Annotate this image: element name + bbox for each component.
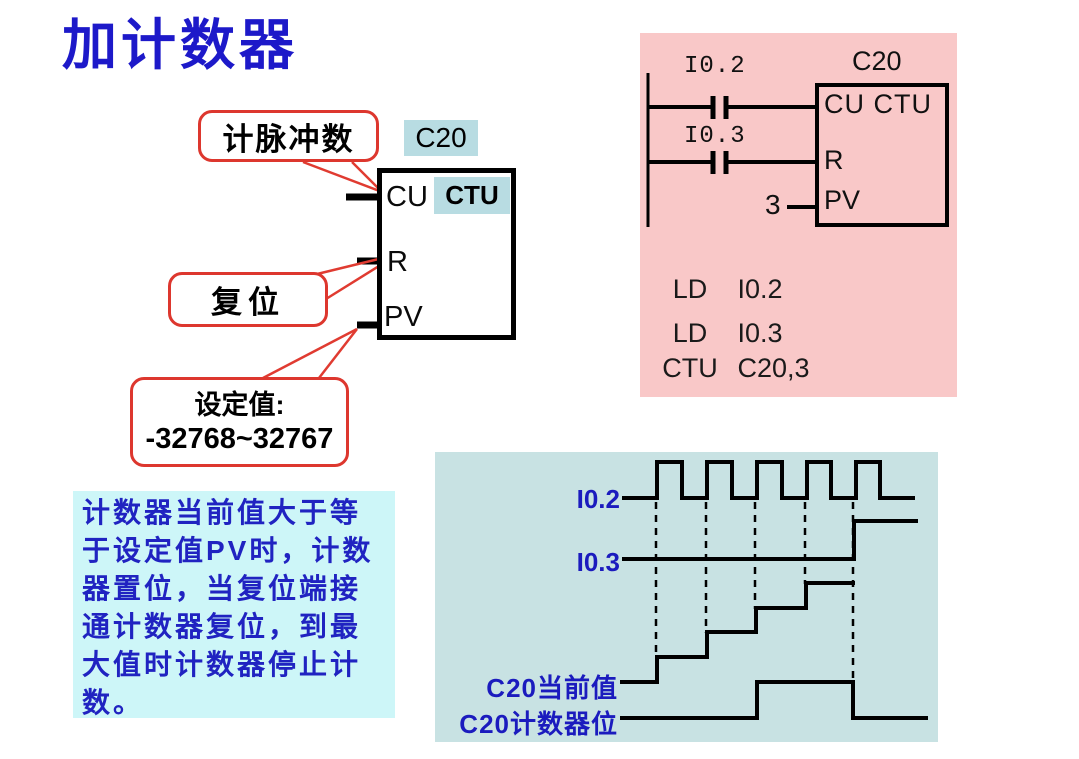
ladder-counter-box [815,83,949,227]
slide-title: 加计数器 [62,15,299,76]
callout-reset: 复位 [168,272,328,327]
timing-panel: I0.2 I0.3 C20当前值 C20计数器位 [435,452,938,742]
instruction-op: LD [672,274,708,304]
block-input-r-label: R [387,246,408,278]
ladder-block-header: CU CTU [824,89,932,119]
ladder-panel: I0.2 I0.3 C20 CU CTU R PV 3 LD I0.2 LD I… [640,33,957,397]
ladder-counter-tag: C20 [852,46,902,76]
preset-range-line1: 设定值: [194,390,285,420]
note-line: 数。 [82,687,145,718]
pointer-preset-a [262,327,358,380]
instruction-operand: I0.3 [737,318,783,348]
i03-waveform [622,519,918,561]
contact2-label: I0.3 [684,123,746,150]
preset-range-line2: -32768~32767 [145,423,334,455]
counter-number-tag: C20 [404,120,478,156]
block-input-pv-label: PV [384,301,423,333]
instruction-operand: I0.2 [737,274,783,304]
instruction-operand: C20,3 [737,353,810,383]
counter-block-diagram: C20 CTU CU R PV 计脉冲数 复位 设定值: -32768~3276… [120,100,540,480]
instruction-row: LD I0.3 [655,318,783,349]
instruction-row: LD I0.2 [655,274,783,305]
instruction-row: CTU C20,3 [655,353,810,384]
timing-label-current: C20当前值 [486,673,618,703]
callout-count-pulses: 计脉冲数 [198,110,379,162]
counter-bit-waveform [620,680,928,720]
timing-label-bit: C20计数器位 [459,709,618,739]
note-line: 器置位，当复位端接 [82,573,362,604]
block-input-cu-label: CU [386,181,428,213]
timing-label-i03: I0.3 [576,547,620,577]
timing-waveforms [620,460,928,720]
callout-preset-range: 设定值: -32768~32767 [130,377,349,467]
pointer-pulse-a [302,160,383,194]
note-box: 计数器当前值大于等 于设定值PV时，计数 器置位，当复位端接 通计数器复位，到最… [73,491,395,718]
ladder-r-label: R [824,145,844,175]
note-line: 大值时计数器停止计 [82,649,362,680]
ladder-diagram [646,73,949,227]
ladder-pv-label: PV [824,185,861,215]
pointer-reset-b [325,259,388,301]
instruction-op: LD [672,318,708,348]
current-value-waveform [620,581,855,684]
note-line: 计数器当前值大于等 [82,497,362,528]
ladder-pv-value: 3 [765,189,781,220]
pointer-preset-b [318,328,358,379]
instruction-op: CTU [662,353,718,383]
note-line: 于设定值PV时，计数 [82,535,374,566]
timing-label-i02: I0.2 [576,484,620,514]
i02-waveform [622,460,915,500]
block-diagram-connectors [262,160,388,380]
contact1-label: I0.2 [684,53,746,80]
counter-type-tag: CTU [434,177,510,214]
note-line: 通计数器复位，到最 [82,611,362,642]
pointer-reset-a [312,255,388,277]
